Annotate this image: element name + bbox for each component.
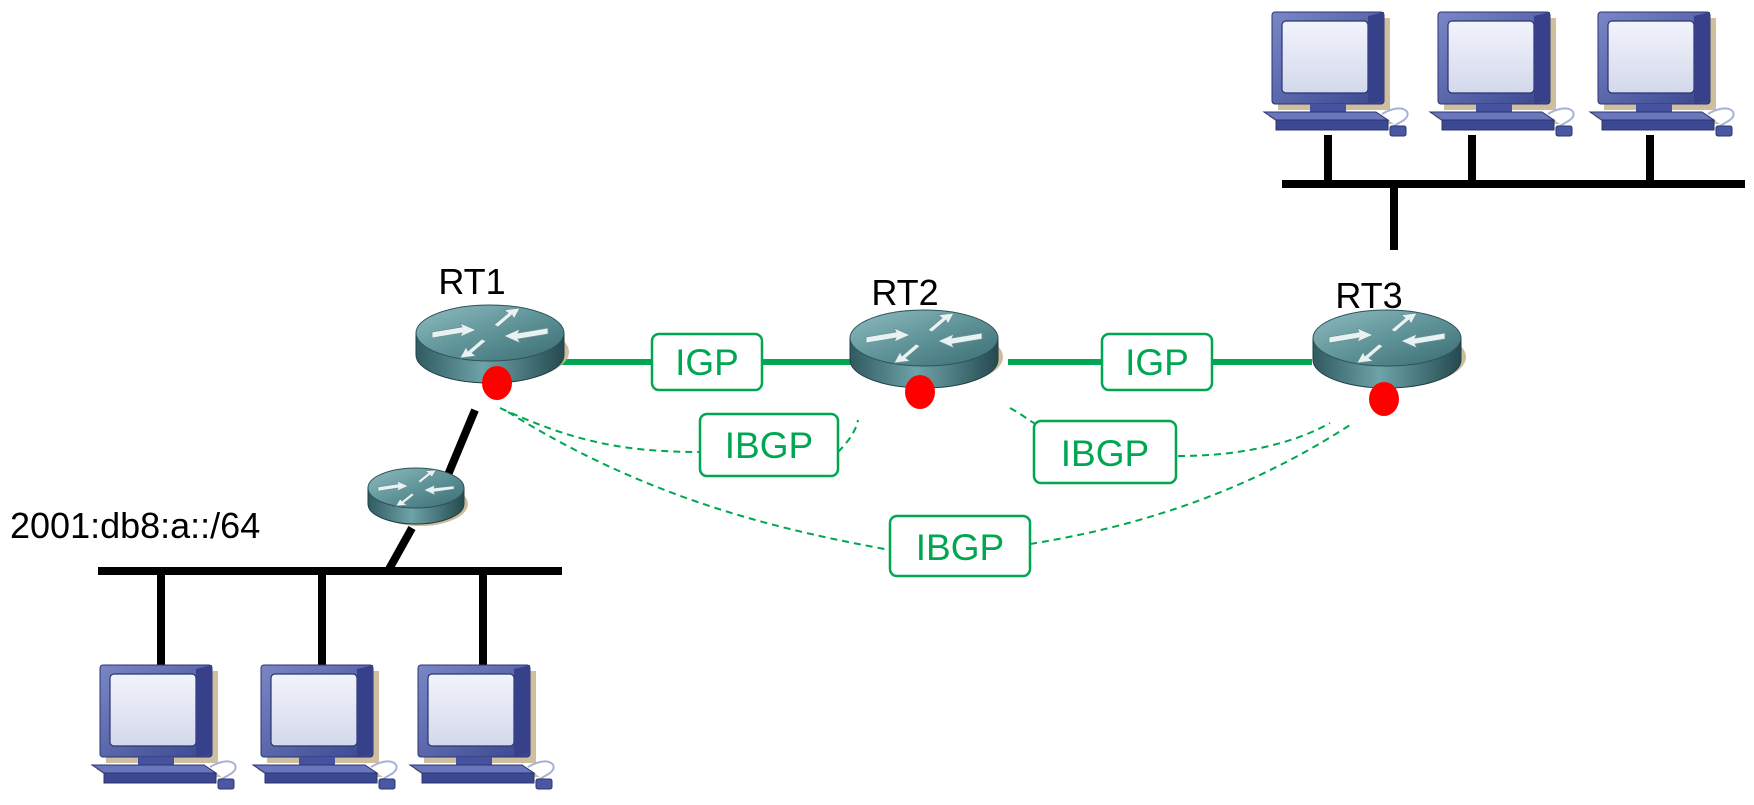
ibgp-link-rt1-rt2 [499, 407, 701, 453]
router-icon-rt2[interactable] [849, 309, 1004, 389]
lan-rt1-segment [98, 408, 562, 670]
igp-label-rt2-rt3: IGP [1125, 342, 1189, 383]
igp-label-box [650, 332, 764, 392]
ibgp-label-box [1032, 419, 1178, 485]
workstation-icon[interactable] [91, 664, 237, 790]
workstation-icon[interactable] [1263, 11, 1409, 137]
ibgp-label-box [698, 412, 840, 478]
bgp-speaker-dot [1369, 382, 1399, 416]
router-label-rt2: RT2 [871, 272, 938, 313]
router-icon-rt3[interactable] [1312, 309, 1467, 389]
bgp-speaker-dot [482, 366, 512, 400]
workstation-icon[interactable] [409, 664, 555, 790]
lan-rt3-segment [1282, 135, 1745, 250]
igp-label-rt1-rt2: IGP [675, 342, 739, 383]
network-prefix-label: 2001:db8:a::/64 [10, 505, 260, 546]
ibgp-link-rt1-rt3 [1029, 424, 1351, 545]
bgp-speaker-dot [905, 375, 935, 409]
ibgp-link-rt2-rt3 [1009, 407, 1041, 427]
ibgp-link-rt1-rt2 [837, 419, 859, 453]
ibgp-link-rt2-rt3 [1177, 422, 1331, 457]
router-label-rt3: RT3 [1335, 275, 1402, 316]
workstation-icon[interactable] [1429, 11, 1575, 137]
rt1-access-link [441, 408, 479, 484]
router-label-rt1: RT1 [438, 261, 505, 302]
ibgp-label-rt1-rt2: IBGP [725, 425, 813, 466]
ibgp-label-rt2-rt3: IBGP [1061, 433, 1149, 474]
ibgp-label-box [888, 514, 1032, 578]
ibgp-link-rt1-rt3 [507, 411, 891, 551]
lan-rt1-uplink [384, 526, 416, 573]
ibgp-label-rt1-rt3: IBGP [916, 527, 1004, 568]
workstation-icon[interactable] [1589, 11, 1735, 137]
workstation-icon[interactable] [252, 664, 398, 790]
igp-label-box [1100, 332, 1214, 392]
access-router-icon[interactable] [367, 467, 469, 527]
